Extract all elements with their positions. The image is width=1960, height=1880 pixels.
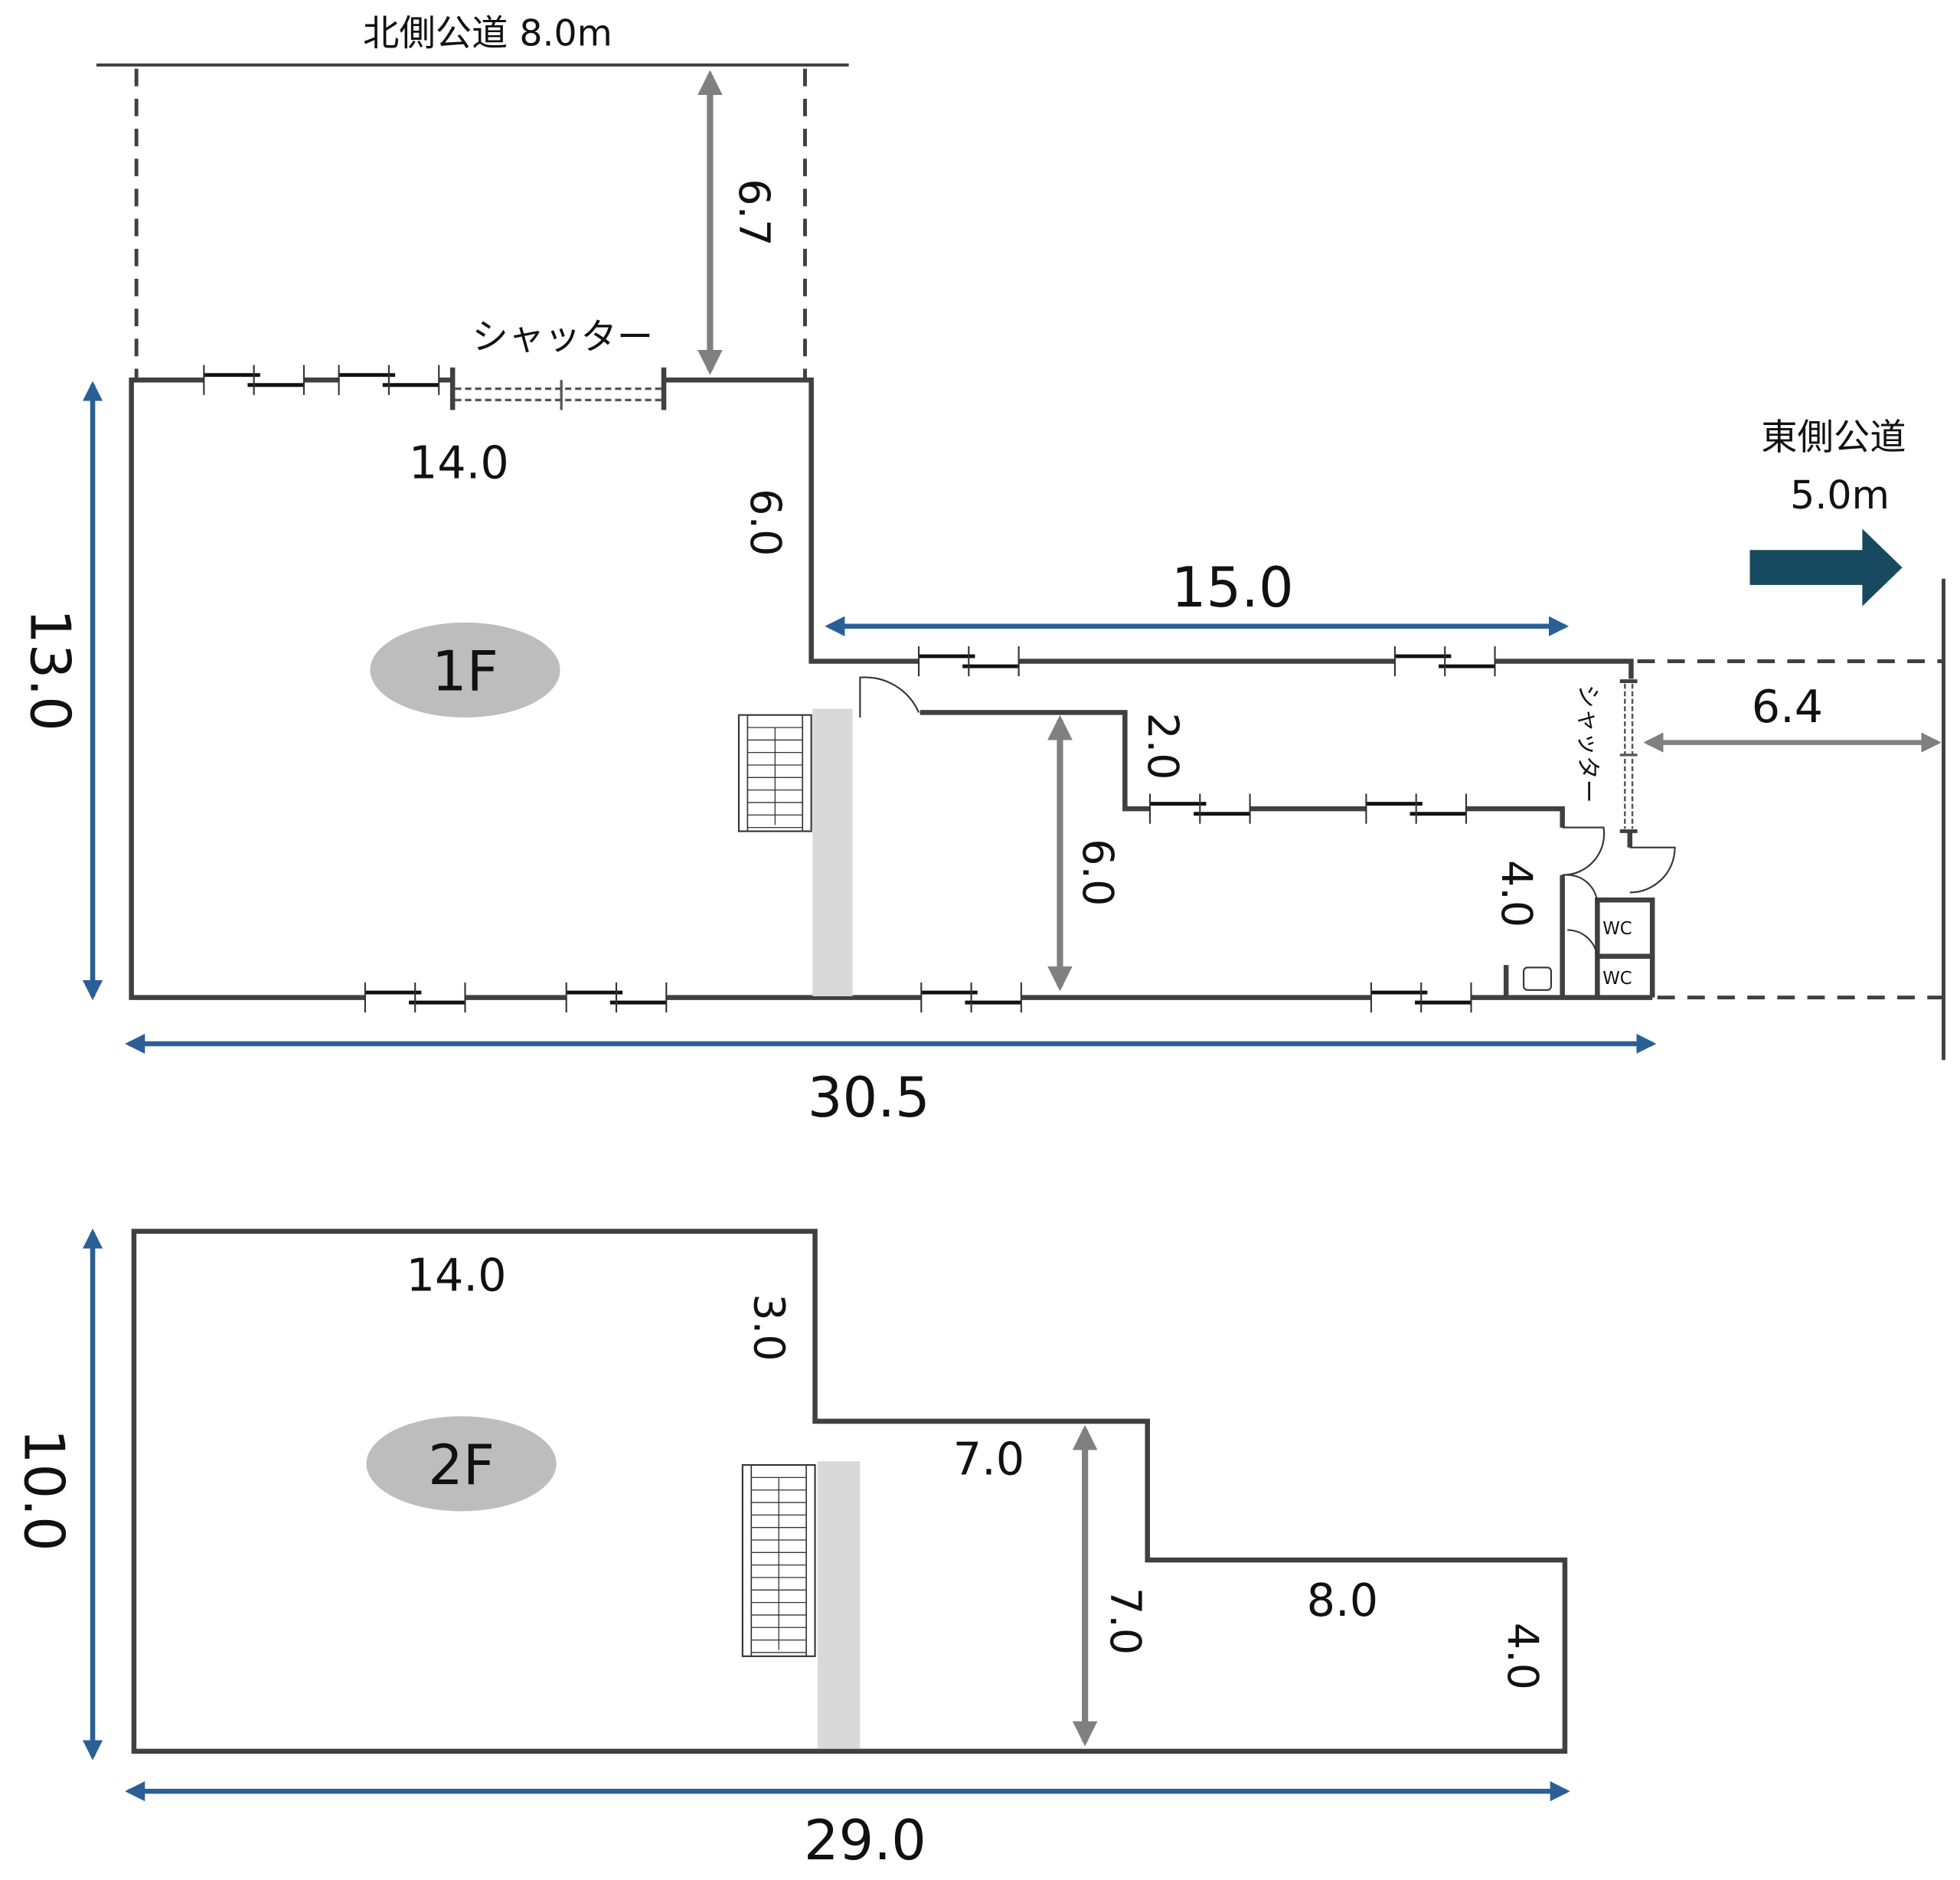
north-shutter — [455, 380, 662, 410]
dim-label: 2.0 — [1138, 712, 1187, 780]
column — [817, 1461, 861, 1749]
window-icon — [920, 982, 1022, 1013]
window-icon — [203, 365, 305, 395]
dim-label: 6.4 — [1752, 680, 1823, 733]
stair-icon — [737, 714, 812, 832]
windows — [203, 365, 1496, 1013]
sink-icon — [1522, 966, 1553, 991]
door-icon — [1629, 846, 1676, 894]
east-shutter-label: シャッター — [1573, 685, 1601, 803]
window-icon — [338, 365, 440, 395]
east-road-width: 5.0m — [1790, 472, 1890, 518]
dim-label: 6.0 — [740, 489, 790, 556]
dim-label: 4.0 — [1491, 860, 1541, 927]
inner-wall — [920, 710, 1565, 828]
door-icon — [1562, 826, 1606, 876]
wc-label-2: WC — [1602, 969, 1632, 989]
floor1-plan: シャッター WC WC シャッター 東側公道 5.0m — [18, 70, 1945, 1130]
floor1-badge-label: 1F — [432, 639, 498, 704]
stair-icon — [741, 1464, 816, 1657]
dim-label: 8.0 — [1307, 1574, 1378, 1627]
window-icon — [364, 982, 466, 1013]
dim-label: 6.0 — [1073, 839, 1122, 906]
north-road-label: 北側公道 8.0m — [363, 13, 612, 55]
north-road: 北側公道 8.0m — [96, 13, 849, 378]
north-shutter-label: シャッター — [472, 316, 653, 358]
floor2-outer-wall — [131, 1228, 1568, 1754]
dim-label: 3.0 — [744, 1293, 794, 1361]
floor1-badge — [370, 622, 560, 718]
east-road-label: 東側公道 — [1761, 417, 1906, 459]
dim-label: 13.0 — [18, 609, 83, 731]
floor1-outer-wall — [129, 377, 1653, 1000]
dim-label: 14.0 — [409, 436, 509, 489]
floor2-badge — [366, 1416, 557, 1512]
dim-label: 29.0 — [804, 1808, 926, 1872]
window-icon — [1393, 646, 1496, 677]
window-icon — [565, 982, 668, 1013]
window-icon — [917, 646, 1020, 677]
dim-label: 7.0 — [1100, 1587, 1150, 1655]
dim-label: 6.7 — [729, 178, 779, 246]
column — [812, 708, 853, 996]
east-shutter — [1619, 679, 1638, 848]
dim-label: 14.0 — [407, 1248, 507, 1301]
window-icon — [1370, 982, 1472, 1013]
door-icon — [1567, 929, 1599, 960]
dim-label: 30.5 — [808, 1065, 930, 1130]
dim-label: 15.0 — [1171, 555, 1294, 620]
floor2-plan: 2F 14.0 3.0 7.0 7.0 8.0 4.0 10.0 29.0 — [11, 1228, 1570, 1872]
door-icon — [859, 676, 920, 718]
window-icon — [1148, 793, 1251, 824]
window-icon — [1365, 793, 1468, 824]
wc-block — [1595, 897, 1655, 998]
dim-label: 10.0 — [11, 1429, 76, 1551]
dim-label: 7.0 — [953, 1432, 1024, 1485]
floor2-badge-label: 2F — [428, 1433, 495, 1497]
floor1-outer-wall-east — [664, 377, 1634, 679]
door-icon — [1567, 874, 1599, 905]
wc-label-1: WC — [1602, 919, 1632, 939]
dim-label: 4.0 — [1498, 1623, 1547, 1690]
east-arrow-icon — [1749, 528, 1903, 607]
